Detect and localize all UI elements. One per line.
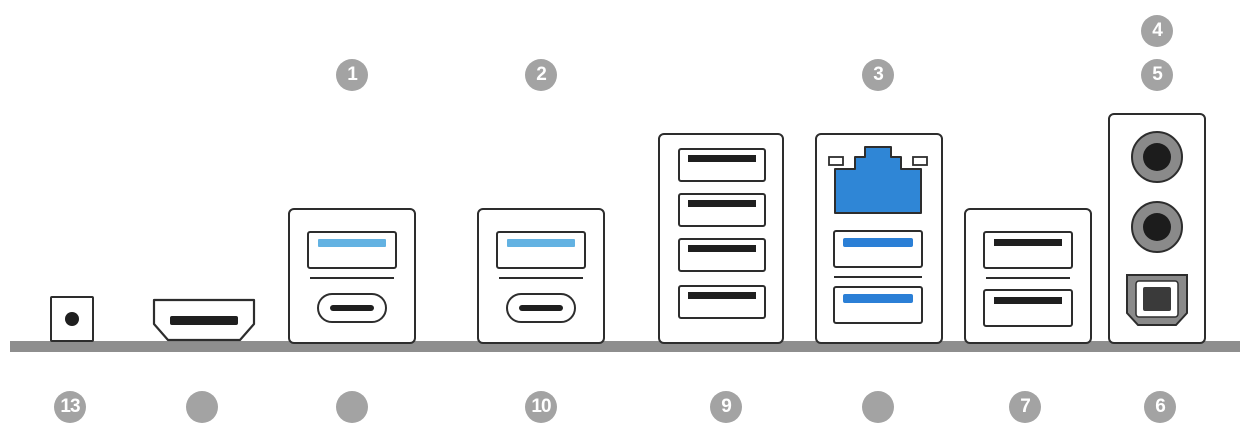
callout-3: 3 bbox=[862, 59, 894, 91]
usb-a-icon bbox=[678, 285, 766, 319]
rj45-usb-stack[interactable] bbox=[815, 133, 943, 344]
usb-a-icon bbox=[678, 238, 766, 272]
callout-1: 1 bbox=[336, 59, 368, 91]
usb-a-icon bbox=[833, 230, 923, 268]
optical-spdif-icon bbox=[1126, 274, 1188, 326]
audio-jack-icon bbox=[1131, 131, 1183, 183]
callout-7: 7 bbox=[1009, 391, 1041, 423]
callout-12 bbox=[186, 391, 218, 423]
hdmi-port[interactable] bbox=[148, 296, 260, 344]
usb-a-quad-stack[interactable] bbox=[658, 133, 784, 344]
push-button-icon bbox=[65, 312, 79, 326]
usb-c-icon bbox=[506, 293, 576, 323]
usb-c-icon bbox=[317, 293, 387, 323]
callout-13: 13 bbox=[54, 391, 86, 423]
ethernet-icon bbox=[828, 146, 928, 214]
usb-a-icon bbox=[983, 289, 1073, 327]
usb-a-c-stack-left[interactable] bbox=[288, 208, 416, 344]
callout-2: 2 bbox=[525, 59, 557, 91]
usb-a-c-stack-right[interactable] bbox=[477, 208, 605, 344]
audio-stack[interactable] bbox=[1108, 113, 1206, 344]
usb-a-dual-stack[interactable] bbox=[964, 208, 1092, 344]
io-shield-baseline bbox=[10, 341, 1240, 352]
callout-11 bbox=[336, 391, 368, 423]
usb-a-icon bbox=[678, 193, 766, 227]
usb-a-icon bbox=[678, 148, 766, 182]
audio-jack-icon bbox=[1131, 201, 1183, 253]
callout-5: 5 bbox=[1141, 59, 1173, 91]
usb-a-icon bbox=[833, 286, 923, 324]
callout-9: 9 bbox=[710, 391, 742, 423]
bios-flashback-button[interactable] bbox=[50, 296, 94, 342]
callout-4: 4 bbox=[1141, 15, 1173, 47]
usb-a-icon bbox=[496, 231, 586, 269]
callout-10: 10 bbox=[525, 391, 557, 423]
callout-6: 6 bbox=[1144, 391, 1176, 423]
usb-a-icon bbox=[983, 231, 1073, 269]
callout-8 bbox=[862, 391, 894, 423]
usb-a-icon bbox=[307, 231, 397, 269]
